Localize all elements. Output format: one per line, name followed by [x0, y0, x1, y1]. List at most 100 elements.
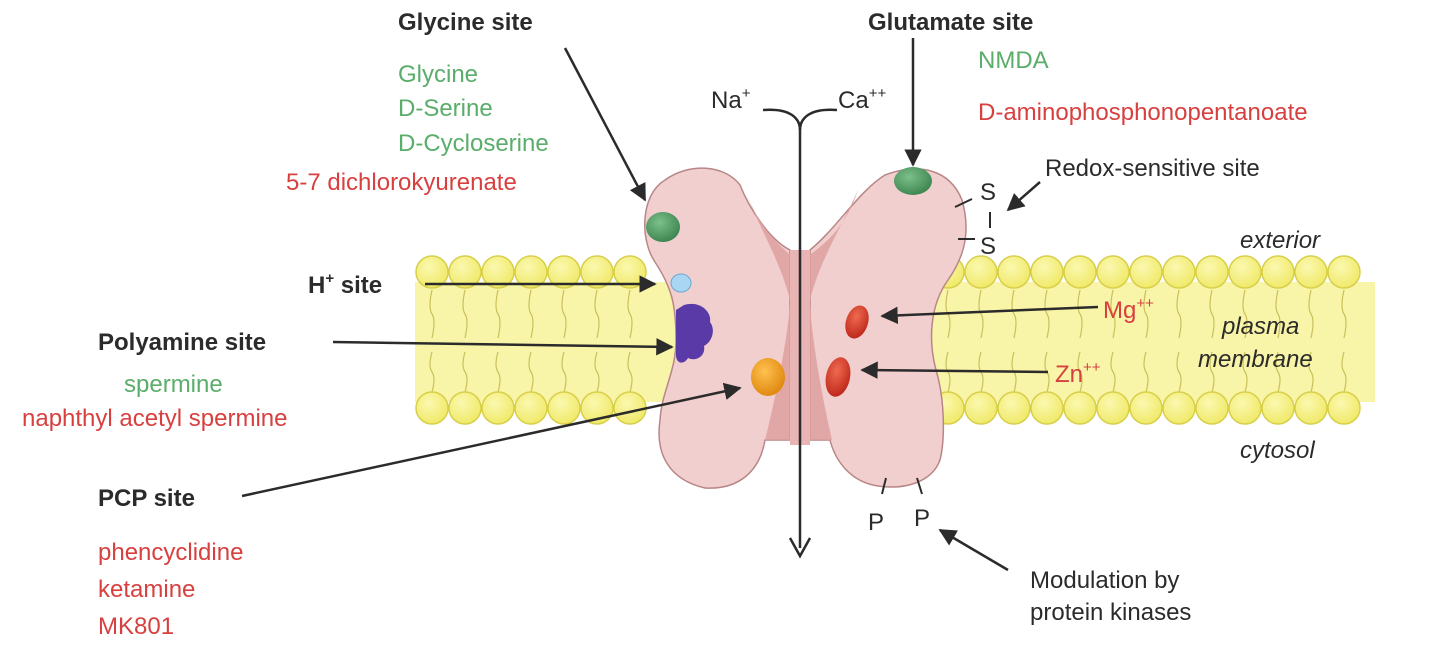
lipid-head [1228, 391, 1262, 425]
lipid-head [1261, 255, 1295, 289]
lipid-tail [528, 289, 534, 339]
lipid-head [997, 391, 1031, 425]
glycine-binding-site [646, 212, 680, 242]
lipid-head [1129, 391, 1163, 425]
lipid-head [1195, 391, 1229, 425]
lipid-tail [1044, 289, 1050, 339]
sodium-ion-label: Na+ [711, 85, 751, 114]
glycine-ligand-3: D-Cycloserine [398, 130, 549, 157]
pcp-site-arrow [241, 382, 742, 498]
lipid-head [514, 255, 548, 289]
lipid-head [964, 255, 998, 289]
pointer-arrows [241, 38, 1099, 572]
lipid-head [1096, 255, 1130, 289]
glutamate-site-label: Glutamate site [868, 9, 1033, 36]
lipid-head [997, 255, 1031, 289]
lipid-head [481, 255, 515, 289]
glycine-ligand-1: Glycine [398, 61, 478, 88]
zn-binding-site [825, 357, 851, 397]
lipid-head [580, 255, 614, 289]
pcp-ligand-3: MK801 [98, 613, 174, 640]
lipid-tail [1242, 351, 1248, 393]
lipid-tail [627, 289, 633, 339]
lipid-head [1327, 255, 1361, 289]
lipid-heads-outer [415, 255, 1361, 289]
sulfur-label-bottom: S [980, 233, 996, 260]
lipid-tail [1110, 289, 1116, 339]
magnesium-ion-label: Mg++ [1103, 295, 1154, 324]
lipid-tail [1275, 351, 1281, 393]
lipid-head [1162, 255, 1196, 289]
lipid-tail [1209, 351, 1215, 393]
mg-site-arrow [880, 305, 1099, 325]
zinc-ion-label: Zn++ [1055, 359, 1101, 388]
lipid-tail [978, 289, 984, 339]
polyamine-site-arrow [332, 338, 674, 356]
lipid-head [1063, 391, 1097, 425]
lipid-head [415, 255, 449, 289]
phosphate-label-1: P [868, 509, 884, 536]
lipid-head [1063, 255, 1097, 289]
lipid-tail [1308, 289, 1314, 339]
lipid-tail [1275, 289, 1281, 339]
lipid-head [448, 391, 482, 425]
glycine-ligand-2: D-Serine [398, 95, 493, 122]
glycine-site-label: Glycine site [398, 9, 533, 36]
lipid-head [1228, 255, 1262, 289]
lipid-head [1096, 391, 1130, 425]
lipid-head [613, 255, 647, 289]
glutamate-binding-site [894, 167, 932, 195]
lipid-tail [1011, 289, 1017, 339]
lipid-tail [495, 351, 501, 393]
cytosol-label: cytosol [1240, 437, 1315, 464]
lipid-tail [462, 289, 468, 339]
lipid-tail [495, 289, 501, 339]
h-site-label: H+ site [308, 270, 382, 299]
calcium-ion-label: Ca++ [838, 85, 886, 114]
sulfur-label-top: S [980, 179, 996, 206]
lipid-head [1162, 391, 1196, 425]
lipid-tail [1077, 289, 1083, 339]
lipid-head [1030, 255, 1064, 289]
lipid-tail [429, 351, 435, 393]
lipid-head [547, 255, 581, 289]
lipid-head [547, 391, 581, 425]
polyamine-site-label: Polyamine site [98, 329, 266, 356]
lipid-tail [1242, 289, 1248, 339]
glycine-ligand-list: Glycine D-Serine D-Cycloserine 5-7 dichl… [286, 61, 549, 196]
lipid-head [1294, 391, 1328, 425]
lipid-head [448, 255, 482, 289]
lipid-head [1327, 391, 1361, 425]
phosphate-label-2: P [914, 505, 930, 532]
lipid-head [481, 391, 515, 425]
lipid-tail [1077, 351, 1083, 393]
lipid-tail [561, 289, 567, 339]
lipid-tail [1176, 289, 1182, 339]
lipid-tail [1143, 351, 1149, 393]
lipid-head [613, 391, 647, 425]
plasma-label: plasma [1221, 313, 1299, 340]
ion-flow-arrow [762, 108, 838, 559]
lipid-tail [1176, 351, 1182, 393]
lipid-tail [1209, 289, 1215, 339]
lipid-tail [594, 289, 600, 339]
polyamine-ligand-2: naphthyl acetyl spermine [22, 405, 287, 432]
lipid-tail [1110, 351, 1116, 393]
lipid-head [1195, 255, 1229, 289]
glutamate-ligand-2: D-aminophosphonopentanoate [978, 99, 1308, 126]
lipid-head [514, 391, 548, 425]
pcp-ligand-1: phencyclidine [98, 539, 243, 566]
kinase-label-line1: Modulation by [1030, 567, 1179, 594]
lipid-head [1261, 391, 1295, 425]
lipid-head [1129, 255, 1163, 289]
lipid-tail [1341, 289, 1347, 339]
lipid-head [964, 391, 998, 425]
lipid-tail [462, 351, 468, 393]
redox-site-arrow [1006, 181, 1041, 212]
channel-pore-right [810, 190, 858, 440]
disulfide-bridge [954, 198, 991, 240]
phosphate-tick-1 [881, 477, 887, 495]
glycine-site-arrow [563, 47, 647, 202]
kinase-arrow [938, 528, 1009, 572]
